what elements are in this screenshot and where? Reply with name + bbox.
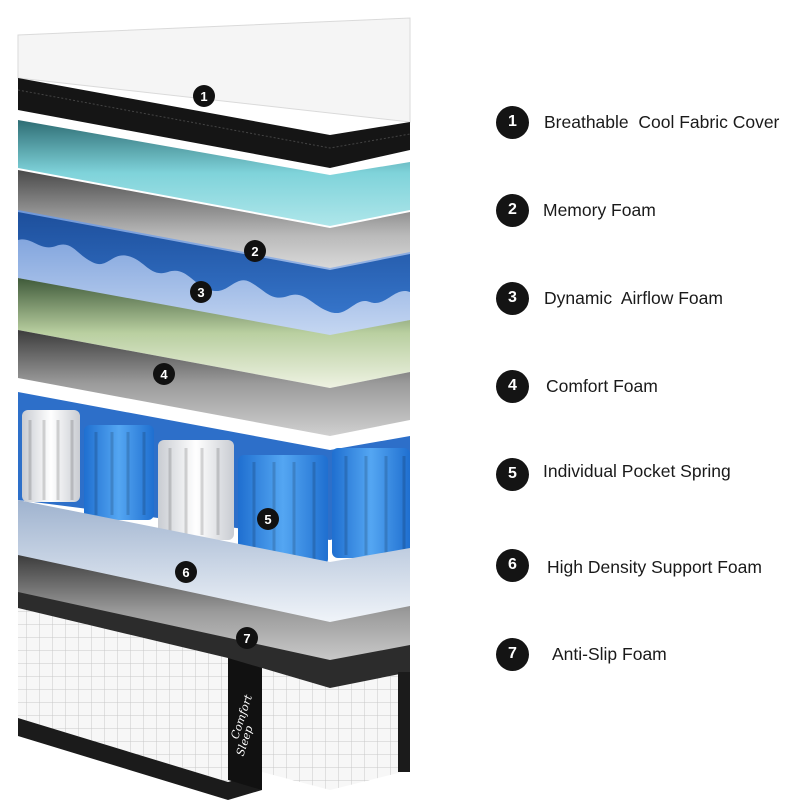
layer-marker-2: 2 [244,240,266,262]
layer-marker-7: 7 [236,627,258,649]
layer-pocket-springs [18,392,410,565]
layer-support-foam [18,500,410,668]
layer-legend: 1 Breathable Cool Fabric Cover 2 Memory … [496,0,796,800]
layer-comfort-foam [18,278,410,436]
legend-label: Individual Pocket Spring [543,460,731,481]
legend-number-badge: 2 [496,193,529,227]
legend-item-3: 3 Dynamic Airflow Foam [496,281,723,315]
layer-anti-slip-foam [18,592,410,800]
legend-item-2: 2 Memory Foam [496,193,656,227]
layer-memory-foam [18,120,410,278]
legend-label: High Density Support Foam [547,556,762,577]
legend-label: Memory Foam [543,199,656,220]
mattress-illustration: Comfort Sleep [17,17,411,800]
layer-marker-5: 5 [257,508,279,530]
legend-label: Dynamic Airflow Foam [544,287,723,308]
layer-marker-4: 4 [153,363,175,385]
legend-number-badge: 7 [496,637,529,671]
legend-number-badge: 6 [496,548,529,582]
layer-marker-1: 1 [193,85,215,107]
legend-item-6: 6 High Density Support Foam [496,548,762,582]
legend-item-4: 4 Comfort Foam [496,369,658,403]
legend-label: Comfort Foam [546,375,658,396]
legend-label: Breathable Cool Fabric Cover [544,111,780,132]
layer-airflow-foam [18,210,410,338]
legend-label: Anti-Slip Foam [552,643,667,664]
legend-item-5: 5 Individual Pocket Spring [496,457,731,491]
legend-number-badge: 5 [496,457,529,491]
legend-number-badge: 1 [496,105,529,139]
legend-item-7: 7 Anti-Slip Foam [496,637,667,671]
legend-number-badge: 4 [496,369,529,403]
layer-marker-3: 3 [190,281,212,303]
legend-number-badge: 3 [496,281,529,315]
brand-tag: Comfort Sleep [228,658,262,790]
legend-item-1: 1 Breathable Cool Fabric Cover [496,105,779,139]
layer-marker-6: 6 [175,561,197,583]
layer-cover [17,17,411,168]
